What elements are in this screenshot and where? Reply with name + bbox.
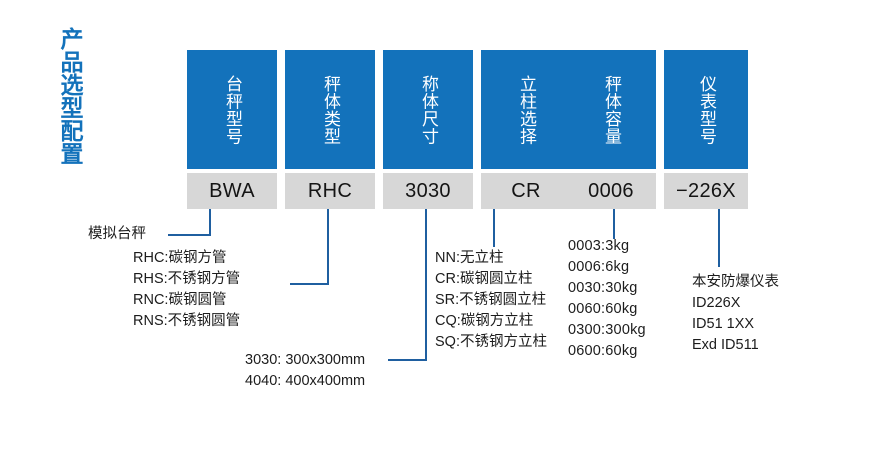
column-value-scale-model: BWA [187, 173, 277, 209]
column-value-capacity: 0006 [566, 173, 656, 209]
page-title: 产品选型配置 [57, 27, 83, 165]
column-header-label: 秤体容量 [602, 74, 621, 145]
note-capacity: 0003:3kg 0006:6kg 0030:30kg 0060:60kg 03… [568, 238, 646, 359]
column-value-post-option: CR [481, 173, 571, 209]
connector-body-size-vertical [425, 209, 427, 361]
column-header-body-type: 秤体类型 [285, 50, 375, 169]
column-header-scale-model: 台秤型号 [187, 50, 277, 169]
column-value-body-type: RHC [285, 173, 375, 209]
column-header-indicator-model: 仪表型号 [664, 50, 748, 169]
connector-scale-model-horizontal [168, 234, 211, 236]
note-post-option: NN:无立柱 CR:碳钢圆立柱 SR:不锈钢圆立柱 CQ:碳钢方立柱 SQ:不锈… [435, 250, 547, 350]
column-capacity: 秤体容量 0006 [566, 50, 656, 209]
connector-indicator-vertical [718, 209, 720, 267]
note-scale-model: 模拟台秤 [88, 226, 146, 242]
column-header-label: 立柱选择 [517, 74, 536, 145]
column-value-indicator-model: −226X [664, 173, 748, 209]
note-body-type: RHC:碳钢方管 RHS:不锈钢方管 RNC:碳钢圆管 RNS:不锈钢圆管 [133, 250, 241, 329]
connector-body-type-horizontal [290, 283, 329, 285]
column-body-type: 秤体类型 RHC [285, 50, 375, 209]
connector-scale-model-vertical [209, 209, 211, 236]
column-post-option: 立柱选择 CR [481, 50, 571, 209]
column-header-label: 仪表型号 [697, 74, 716, 145]
column-header-body-size: 称体尺寸 [383, 50, 473, 169]
connector-post-option-vertical [493, 209, 495, 247]
note-body-size: 3030: 300x300mm 4040: 400x400mm [245, 352, 366, 389]
column-body-size: 称体尺寸 3030 [383, 50, 473, 209]
connector-capacity-vertical [613, 209, 615, 239]
column-scale-model: 台秤型号 BWA [187, 50, 277, 209]
connector-body-type-vertical [327, 209, 329, 285]
column-header-capacity: 秤体容量 [566, 50, 656, 169]
column-header-label: 秤体类型 [321, 74, 340, 145]
column-header-label: 称体尺寸 [419, 74, 438, 145]
column-header-label: 台秤型号 [223, 74, 242, 145]
connector-body-size-horizontal [388, 359, 427, 361]
column-indicator-model: 仪表型号 −226X [664, 50, 748, 209]
column-header-post-option: 立柱选择 [481, 50, 571, 169]
column-value-body-size: 3030 [383, 173, 473, 209]
note-indicator: 本安防爆仪表 ID226X ID51 1XX Exd ID511 [692, 274, 779, 353]
